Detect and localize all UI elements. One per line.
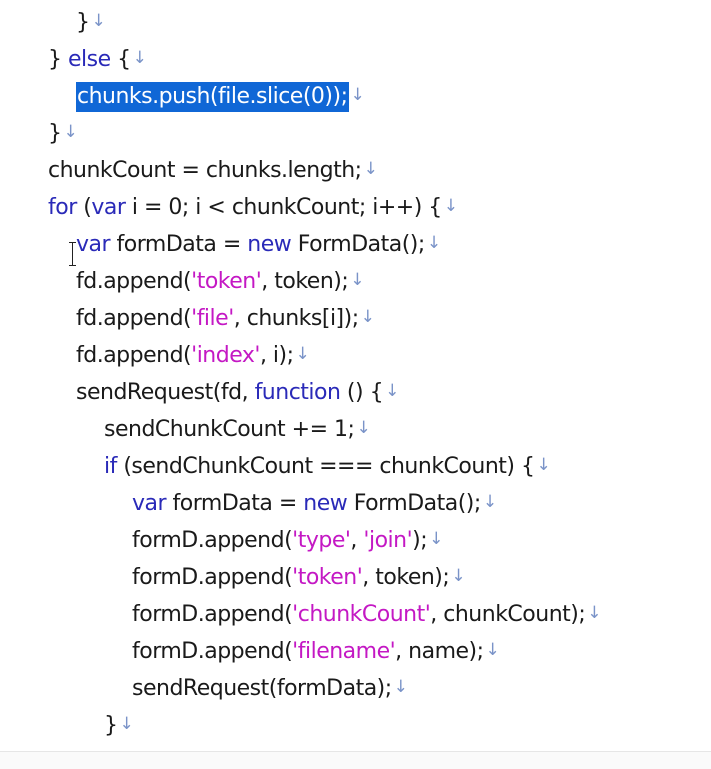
code-token: }: [104, 713, 118, 738]
keyword-token: new: [247, 232, 292, 257]
code-token: {: [110, 47, 131, 72]
line-end-marker-icon: ↓: [385, 381, 399, 401]
line-end-marker-icon: ↓: [429, 529, 443, 549]
code-line[interactable]: sendRequest(formData);↓: [132, 670, 408, 707]
bottom-strip: [0, 752, 711, 769]
line-end-marker-icon: ↓: [536, 455, 551, 475]
code-token: () {: [340, 380, 384, 405]
line-end-marker-icon: ↓: [91, 11, 106, 31]
string-token: 'join': [363, 528, 413, 553]
line-end-marker-icon: ↓: [482, 492, 497, 512]
code-token: }: [48, 121, 62, 146]
code-line[interactable]: formD.append('type', 'join');↓: [132, 522, 443, 559]
code-token: formD.append(: [132, 565, 293, 590]
code-token: , chunks[i]);: [233, 306, 359, 331]
code-token: , token);: [261, 269, 349, 294]
keyword-token: var: [76, 232, 111, 257]
line-end-marker-icon: ↓: [443, 196, 458, 216]
line-end-marker-icon: ↓: [350, 85, 365, 105]
string-token: 'type': [292, 528, 351, 553]
keyword-token: for: [48, 195, 77, 220]
code-token: sendRequest(formData);: [132, 676, 392, 701]
selected-text: chunks.push(file.slice(0));: [76, 82, 349, 112]
line-end-marker-icon: ↓: [587, 603, 602, 623]
line-end-marker-icon: ↓: [360, 307, 375, 327]
keyword-token: var: [91, 195, 126, 220]
code-token: , chunkCount);: [430, 602, 586, 627]
code-line[interactable]: if (sendChunkCount === chunkCount) {↓: [104, 448, 551, 485]
string-token: 'file': [191, 306, 234, 331]
code-token: }: [48, 47, 68, 72]
string-token: 'token': [292, 565, 363, 590]
code-line[interactable]: sendRequest(fd, function () {↓: [76, 374, 399, 411]
line-end-marker-icon: ↓: [119, 714, 134, 734]
string-token: 'chunkCount': [292, 602, 431, 627]
code-line[interactable]: }↓: [104, 707, 134, 744]
code-line[interactable]: sendChunkCount += 1;↓: [104, 411, 371, 448]
code-token: , name);: [395, 639, 484, 664]
keyword-token: new: [303, 491, 348, 516]
code-line[interactable]: fd.append('index', i);↓: [76, 337, 310, 374]
line-end-marker-icon: ↓: [363, 159, 378, 179]
code-line[interactable]: }↓: [48, 115, 78, 152]
line-end-marker-icon: ↓: [63, 122, 78, 142]
code-token: fd.append(: [76, 269, 192, 294]
code-token: i = 0; i < chunkCount; i++) {: [125, 195, 442, 220]
string-token: 'filename': [292, 639, 396, 664]
code-line[interactable]: var formData = new FormData();↓: [132, 485, 497, 522]
code-token: (: [76, 195, 92, 220]
line-end-marker-icon: ↓: [485, 640, 500, 660]
code-line[interactable]: fd.append('token', token);↓: [76, 263, 365, 300]
bottom-divider: [0, 751, 711, 752]
code-token: formData =: [110, 232, 248, 257]
code-token: formD.append(: [132, 602, 293, 627]
code-token: sendChunkCount += 1;: [104, 417, 355, 442]
code-token: }: [76, 10, 90, 35]
code-token: fd.append(: [76, 343, 192, 368]
line-end-marker-icon: ↓: [350, 270, 365, 290]
code-token: ,: [350, 528, 364, 553]
code-token: chunkCount = chunks.length;: [48, 158, 362, 183]
code-line[interactable]: chunks.push(file.slice(0));↓: [76, 78, 365, 115]
keyword-token: else: [68, 47, 111, 72]
code-token: FormData();: [347, 491, 482, 516]
code-token: FormData();: [291, 232, 426, 257]
line-end-marker-icon: ↓: [132, 48, 147, 68]
code-line[interactable]: chunkCount = chunks.length;↓: [48, 152, 378, 189]
code-token: fd.append(: [76, 306, 192, 331]
keyword-token: if: [104, 454, 117, 479]
code-token: formD.append(: [132, 528, 293, 553]
code-line[interactable]: formD.append('chunkCount', chunkCount);↓: [132, 596, 602, 633]
code-line[interactable]: } else {↓: [48, 41, 147, 78]
code-line[interactable]: formD.append('token', token);↓: [132, 559, 466, 596]
code-token: formD.append(: [132, 639, 293, 664]
code-token: );: [412, 528, 428, 553]
string-token: 'token': [191, 269, 262, 294]
line-end-marker-icon: ↓: [426, 233, 441, 253]
line-end-marker-icon: ↓: [451, 566, 466, 586]
ibeam-cursor-icon: [69, 242, 78, 266]
code-token: formData =: [166, 491, 304, 516]
keyword-token: function: [254, 380, 341, 405]
code-token: , i);: [259, 343, 294, 368]
code-line[interactable]: }↓: [76, 4, 106, 41]
line-end-marker-icon: ↓: [295, 344, 310, 364]
code-line[interactable]: fd.append('file', chunks[i]);↓: [76, 300, 375, 337]
code-token: sendRequest(fd,: [76, 380, 255, 405]
line-end-marker-icon: ↓: [356, 418, 371, 438]
string-token: 'index': [191, 343, 260, 368]
keyword-token: var: [132, 491, 167, 516]
code-token: , token);: [362, 565, 450, 590]
code-line[interactable]: var formData = new FormData();↓: [76, 226, 441, 263]
code-line[interactable]: for (var i = 0; i < chunkCount; i++) {↓: [48, 189, 458, 226]
code-token: (sendChunkCount === chunkCount) {: [116, 454, 535, 479]
code-line[interactable]: formD.append('filename', name);↓: [132, 633, 500, 670]
line-end-marker-icon: ↓: [393, 677, 408, 697]
